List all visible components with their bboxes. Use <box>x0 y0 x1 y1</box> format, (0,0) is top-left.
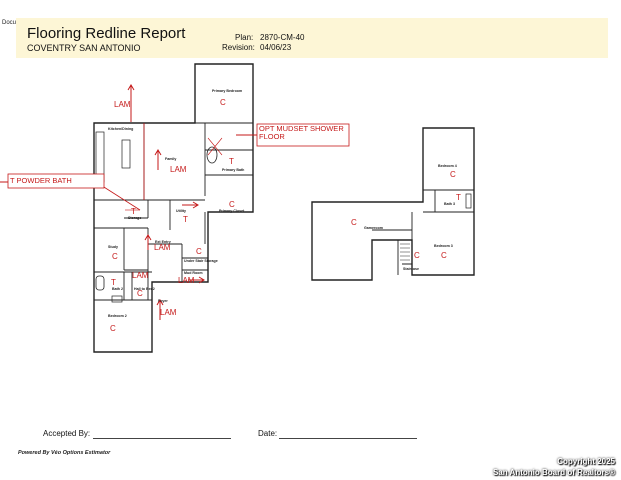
room-primary-closet: Primary Closet <box>219 209 245 213</box>
room-bedroom4: Bedroom 4 <box>438 164 457 168</box>
room-kitchen: Kitchen/Dining <box>108 127 133 131</box>
room-bath2: Bath 2 <box>112 287 123 291</box>
code-lam-mud: LAM <box>178 276 195 285</box>
room-storage: Storage <box>128 216 141 220</box>
room-bath3: Bath 3 <box>444 202 455 206</box>
room-utility: Utility <box>176 209 186 213</box>
code-lam-foyer: LAM <box>160 308 177 317</box>
code-lam-entry: LAM <box>154 243 171 252</box>
code-t-storage: T <box>131 207 136 216</box>
room-primary-bedroom: Primary Bedroom <box>212 89 242 93</box>
room-ext-entry: Ext Entry <box>155 240 171 244</box>
revision-value: 04/06/23 <box>260 43 292 52</box>
callout-mudset-shower: OPT MUDSET SHOWER FLOOR <box>259 124 344 141</box>
code-lam-hall: LAM <box>132 271 149 280</box>
code-lam-kitchen: LAM <box>114 100 131 109</box>
board-watermark: San Antonio Board of Realtors® <box>492 468 615 477</box>
room-staircase: Staircase <box>403 267 419 271</box>
code-c-bedroom4: C <box>450 170 456 179</box>
room-mud-room: Mud Room <box>184 271 203 275</box>
room-primary-bath: Primary Bath <box>222 168 244 172</box>
accepted-by-label: Accepted By: <box>43 429 91 438</box>
code-c-hall: C <box>137 289 143 298</box>
code-c-study: C <box>112 252 118 261</box>
powered-by: Powered By Véo Options Estimator <box>18 450 111 456</box>
room-bedroom2: Bedroom 2 <box>108 314 127 318</box>
code-t-bath3: T <box>456 193 461 202</box>
community-name: COVENTRY SAN ANTONIO <box>27 43 141 53</box>
floor1-outline <box>93 63 254 353</box>
floor2-interior-walls <box>372 189 474 275</box>
room-under-stair: Under Stair Storage <box>184 259 218 263</box>
room-foyer: Foyer <box>158 299 168 303</box>
code-c-staircase: C <box>414 251 420 260</box>
code-c-gameroom: C <box>351 218 357 227</box>
code-t-bath2: T <box>111 278 116 287</box>
room-study: Study <box>108 245 118 249</box>
copyright: Copyright 2025 <box>557 457 615 466</box>
revision-label: Revision: <box>222 43 255 52</box>
accepted-by-line <box>93 438 231 439</box>
code-c-under-stair: C <box>196 247 202 256</box>
code-t-utility: T <box>183 215 188 224</box>
date-line <box>279 438 417 439</box>
report-title: Flooring Redline Report <box>27 25 186 42</box>
room-gameroom: Gameroom <box>364 226 383 230</box>
code-c-bedroom2: C <box>110 324 116 333</box>
code-c-bedroom3: C <box>441 251 447 260</box>
code-lam-family: LAM <box>170 165 187 174</box>
date-label: Date: <box>258 429 278 438</box>
room-hall: Hall to Bed2 <box>134 287 155 291</box>
room-family: Family <box>165 157 176 161</box>
callout-powder-bath: T POWDER BATH <box>10 176 72 185</box>
code-c-primary-bedroom: C <box>220 98 226 107</box>
plan-value: 2870-CM-40 <box>260 33 305 42</box>
code-t-primary-bath: T <box>229 157 234 166</box>
header-band <box>16 18 608 58</box>
code-c-closet: C <box>229 200 235 209</box>
room-bedroom3: Bedroom 3 <box>434 244 453 248</box>
plan-label: Plan: <box>235 33 254 42</box>
